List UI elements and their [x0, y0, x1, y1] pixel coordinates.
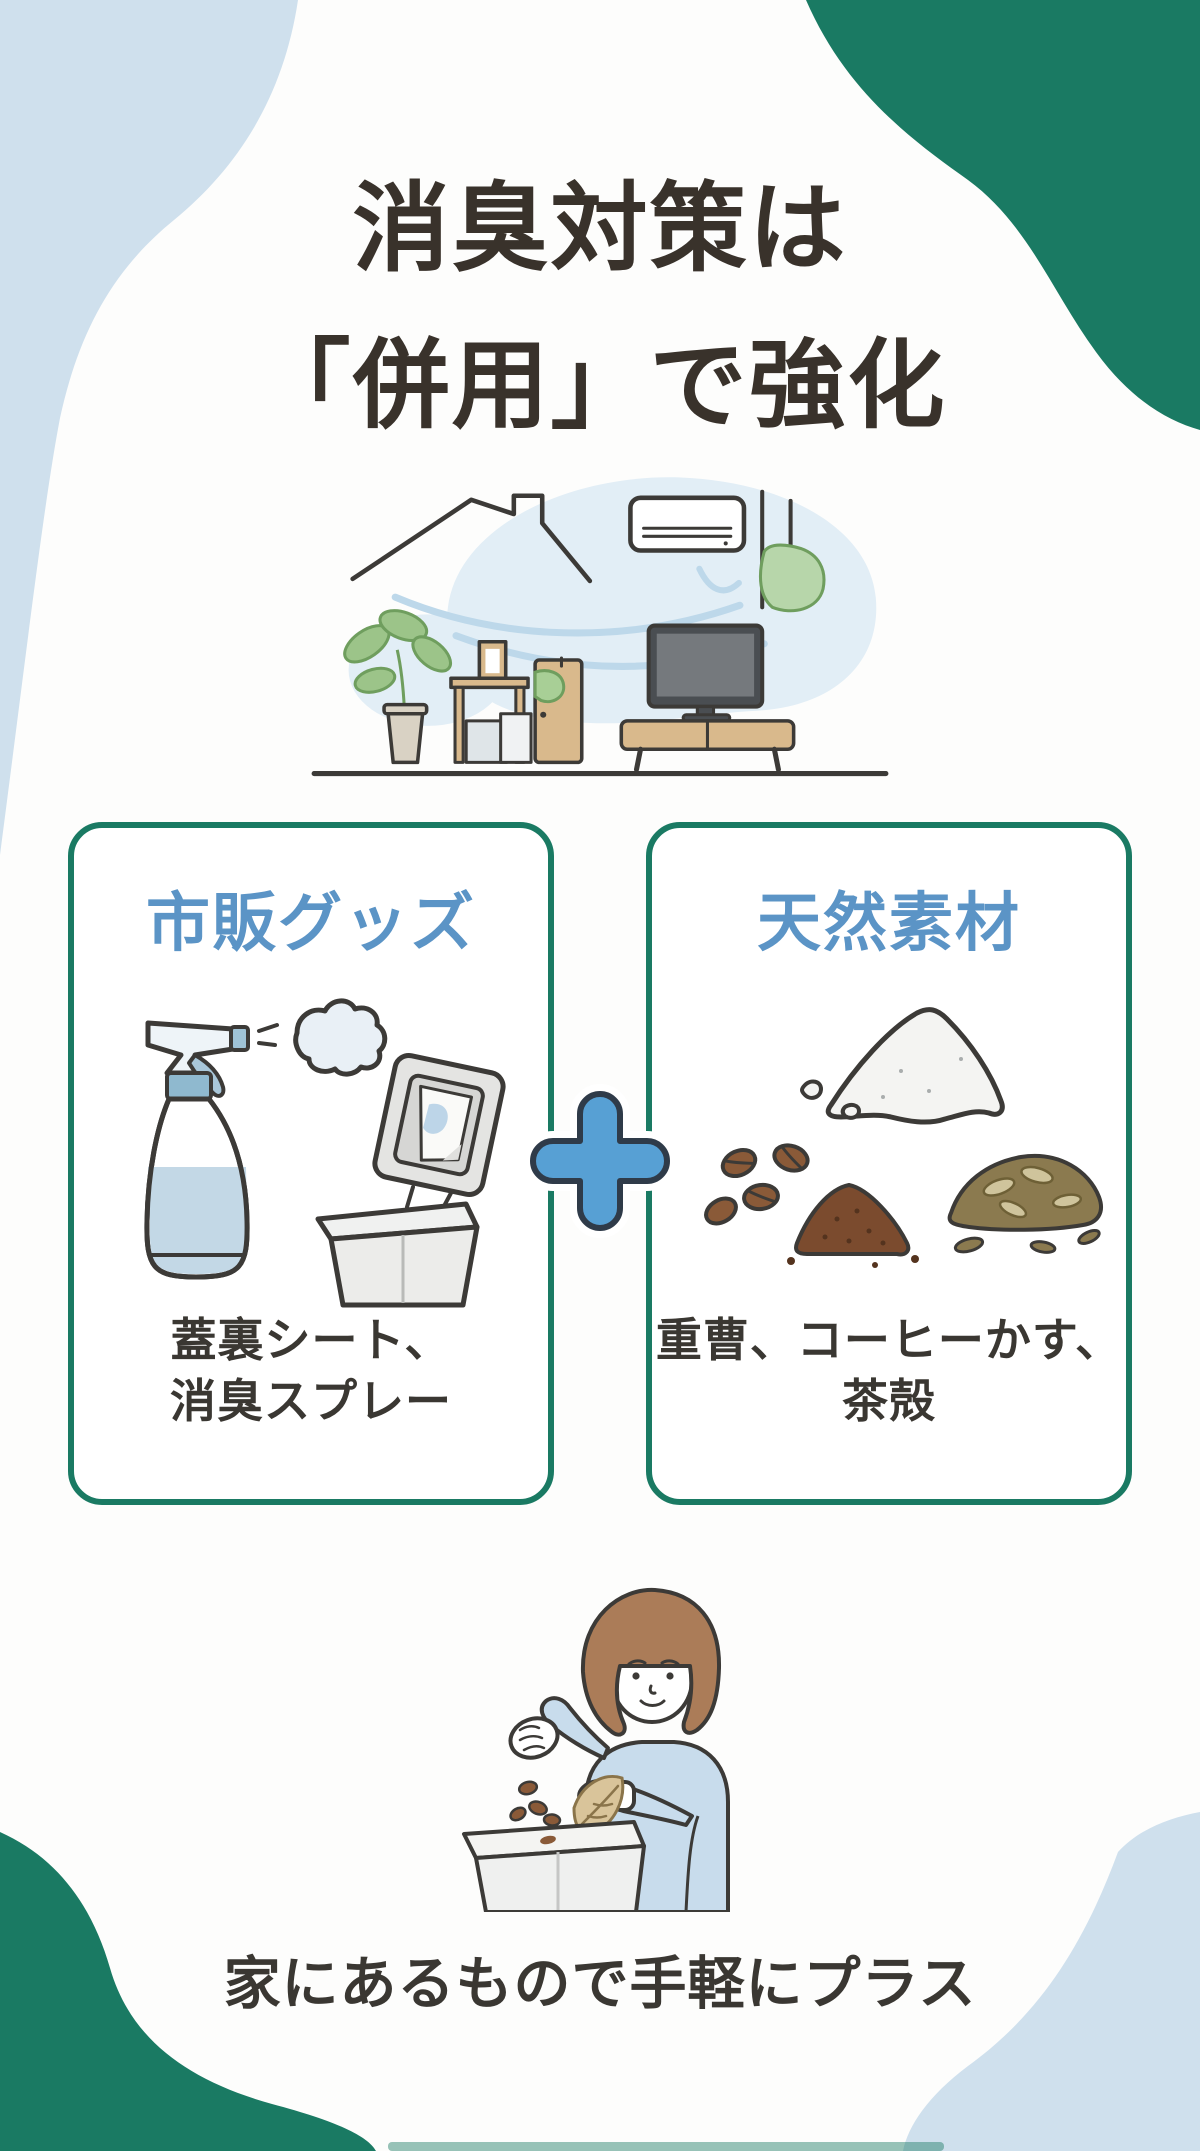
- hand-holding-leaf: [572, 1775, 694, 1860]
- shelf-tower: [533, 656, 584, 765]
- card-commercial-goods-header: 市販グッズ: [146, 887, 476, 959]
- blob-top-left: [0, 0, 298, 855]
- blob-bottom-left: [0, 1832, 376, 2151]
- tv-icon: [646, 623, 765, 723]
- baking-soda-icon: [800, 1007, 1005, 1125]
- plus-icon: [522, 1083, 678, 1239]
- air-conditioner-icon: [628, 495, 747, 553]
- tea-leaves-icon: [947, 1153, 1103, 1254]
- card-natural-materials: 天然素材: [646, 822, 1132, 1505]
- bottom-green-bar: [388, 2142, 944, 2151]
- curtain: [758, 489, 826, 613]
- spray-cloud: [293, 998, 388, 1077]
- living-room-illustration: [311, 477, 889, 777]
- spray-bottle-and-trash-can-illustration: [144, 998, 506, 1308]
- footer-text: 家にあるもので手軽にプラス: [223, 1952, 977, 2016]
- coffee-grounds-icon: [704, 1143, 919, 1268]
- title-line1: 消臭対策は: [352, 174, 848, 283]
- woman-illustration: [462, 1587, 730, 1912]
- card-commercial-goods-caption: 蓋裏シート、 消臭スプレー: [170, 1314, 452, 1427]
- arm-dropping-beans: [508, 1696, 610, 1827]
- blob-bottom-right: [903, 1812, 1200, 2151]
- card-natural-materials-header: 天然素材: [757, 887, 1021, 959]
- trash-can-icon: [315, 1053, 506, 1308]
- title-line2: 「併用」で強化: [253, 331, 947, 441]
- tv-stand: [619, 719, 796, 773]
- roof-outline: [350, 493, 593, 584]
- potted-plant-icon: [343, 609, 453, 765]
- card-commercial-goods: 市販グッズ: [68, 822, 554, 1505]
- face-features: [627, 1659, 680, 1707]
- natural-materials-illustration: [704, 1007, 1103, 1268]
- side-table: [449, 639, 533, 764]
- spray-bottle-icon: [144, 1020, 250, 1280]
- collection-bin-icon: [462, 1820, 646, 1912]
- page-title: 消臭対策は 「併用」で強化: [0, 150, 1200, 464]
- hair: [580, 1587, 722, 1737]
- blob-top-right: [806, 0, 1200, 430]
- card-natural-materials-caption: 重曹、コーヒーかす、 茶殻: [655, 1314, 1123, 1427]
